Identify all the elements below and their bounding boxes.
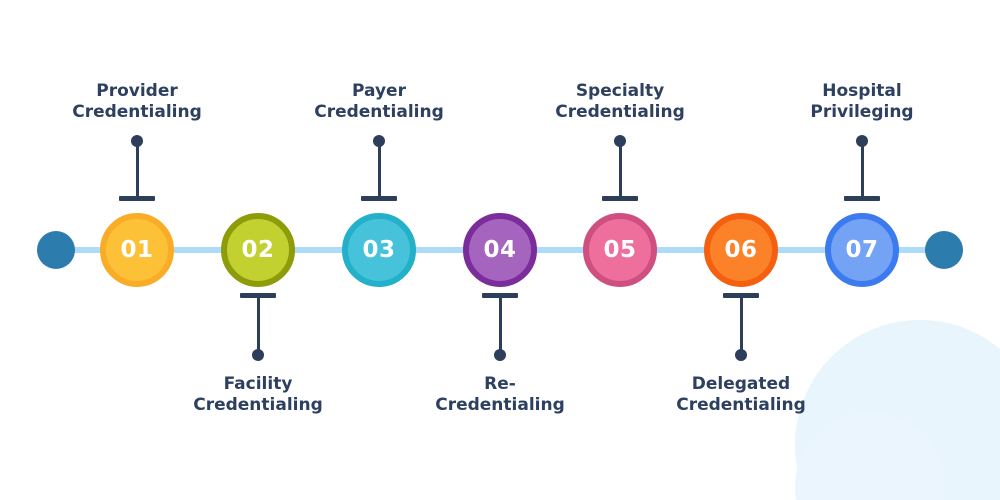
pin-dot-icon: [252, 349, 264, 361]
step-label: Delegated Credentialing: [676, 374, 806, 415]
timeline-start-cap: [33, 231, 75, 271]
step-node-07[interactable]: 07: [825, 213, 899, 287]
step-label: Payer Credentialing: [314, 81, 444, 122]
pin-dot-icon: [373, 135, 385, 147]
pin-crossbar: [723, 293, 759, 298]
step-number: 05: [603, 236, 637, 263]
step-node-02[interactable]: 02: [221, 213, 295, 287]
step-connector-pin: [240, 293, 276, 361]
step-connector-pin: [602, 135, 638, 203]
step-number: 07: [845, 236, 879, 263]
step-connector-pin: [844, 135, 880, 203]
step-label: Re- Credentialing: [435, 374, 565, 415]
step-node-05[interactable]: 05: [583, 213, 657, 287]
pin-stem: [378, 145, 381, 198]
pin-stem: [619, 145, 622, 198]
step-connector-pin: [723, 293, 759, 361]
step-label: Specialty Credentialing: [555, 81, 685, 122]
step-number: 02: [241, 236, 275, 263]
background-blob-small: [795, 412, 945, 500]
pin-crossbar: [844, 196, 880, 201]
step-node-01[interactable]: 01: [100, 213, 174, 287]
step-number: 03: [362, 236, 396, 263]
pin-stem: [740, 297, 743, 350]
step-label: Hospital Privileging: [810, 81, 914, 122]
pin-dot-icon: [131, 135, 143, 147]
pin-dot-icon: [494, 349, 506, 361]
pin-dot-icon: [856, 135, 868, 147]
step-connector-pin: [119, 135, 155, 203]
pin-dot-icon: [735, 349, 747, 361]
step-node-03[interactable]: 03: [342, 213, 416, 287]
pin-stem: [499, 297, 502, 350]
pin-stem: [861, 145, 864, 198]
timeline-end-cap: [921, 231, 963, 271]
step-connector-pin: [361, 135, 397, 203]
pin-crossbar: [361, 196, 397, 201]
pin-dot-icon: [614, 135, 626, 147]
pin-crossbar: [240, 293, 276, 298]
step-number: 04: [483, 236, 517, 263]
pin-stem: [257, 297, 260, 350]
step-node-04[interactable]: 04: [463, 213, 537, 287]
step-label: Facility Credentialing: [193, 374, 323, 415]
step-connector-pin: [482, 293, 518, 361]
step-number: 06: [724, 236, 758, 263]
pin-crossbar: [119, 196, 155, 201]
pin-crossbar: [602, 196, 638, 201]
step-label: Provider Credentialing: [72, 81, 202, 122]
step-node-06[interactable]: 06: [704, 213, 778, 287]
pin-stem: [136, 145, 139, 198]
step-number: 01: [120, 236, 154, 263]
pin-crossbar: [482, 293, 518, 298]
